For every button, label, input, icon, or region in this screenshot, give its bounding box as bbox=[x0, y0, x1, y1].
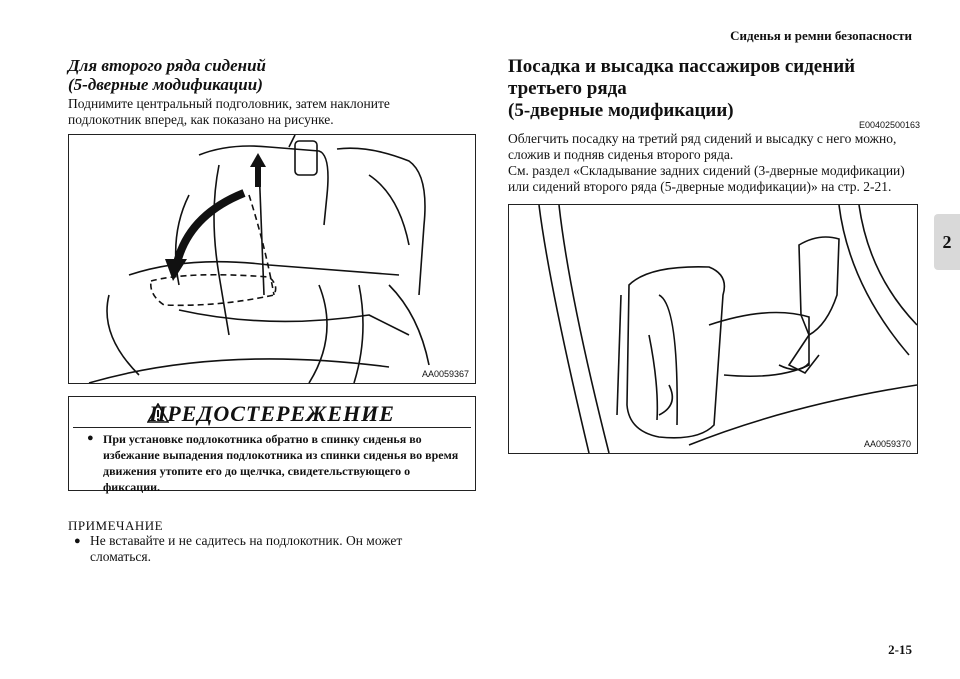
page-number: 2-15 bbox=[888, 642, 912, 657]
right-text-line3: См. раздел «Складывание задних сидений (… bbox=[508, 163, 905, 178]
figure-code-right: AA0059370 bbox=[863, 439, 911, 449]
right-text-line2: сложив и подняв сиденья второго ряда. bbox=[508, 147, 734, 162]
left-intro-line2: подлокотник вперед, как показано на рису… bbox=[68, 112, 334, 127]
figure-code-left: AA0059367 bbox=[421, 369, 469, 379]
note-line2: сломаться. bbox=[90, 549, 151, 564]
right-heading-line1: Посадка и высадка пассажиров сидений bbox=[508, 56, 856, 77]
left-intro: Поднимите центральный подголовник, затем… bbox=[68, 96, 488, 128]
folded-seat-figure: AA0059370 bbox=[508, 204, 918, 454]
section-code: E00402500163 bbox=[858, 120, 920, 130]
armrest-illustration bbox=[88, 134, 430, 384]
note-bullet-icon: ● bbox=[74, 535, 81, 547]
warning-title: ПРЕДОСТЕРЕЖЕНИЕ bbox=[149, 401, 395, 426]
folded-seat-illustration bbox=[538, 204, 918, 454]
chapter-tab: 2 bbox=[934, 214, 960, 270]
right-heading: Посадка и высадка пассажиров сидений тре… bbox=[508, 56, 908, 122]
left-heading: Для второго ряда сидений (5-дверные моди… bbox=[68, 56, 488, 94]
note-label: ПРИМЕЧАНИЕ bbox=[68, 518, 164, 533]
note-line1: Не вставайте и не садитесь на подлокотни… bbox=[90, 533, 403, 548]
left-heading-line1: Для второго ряда сидений bbox=[68, 56, 267, 75]
warning-line1: При установке подлокотника обратно в спи… bbox=[103, 432, 422, 446]
warning-line2: избежание выпадения подлокотника из спин… bbox=[103, 448, 459, 462]
warning-divider bbox=[73, 427, 471, 428]
right-text-line1: Облегчить посадку на третий ряд сидений … bbox=[508, 131, 897, 146]
warning-line3: движения утопите его до щелчка, свидетел… bbox=[103, 464, 411, 478]
right-text: Облегчить посадку на третий ряд сидений … bbox=[508, 131, 928, 195]
warning-triangle-icon bbox=[147, 403, 169, 423]
left-heading-line2: (5-дверные модификации) bbox=[68, 75, 263, 94]
warning-line4: фиксации. bbox=[103, 480, 161, 494]
running-title: Сиденья и ремни безопасности bbox=[730, 28, 912, 43]
left-intro-line1: Поднимите центральный подголовник, затем… bbox=[68, 96, 390, 111]
warning-bullet-icon: ● bbox=[87, 432, 94, 444]
warning-text: При установке подлокотника обратно в спи… bbox=[103, 431, 469, 495]
armrest-figure: AA0059367 bbox=[68, 134, 476, 384]
note-text: Не вставайте и не садитесь на подлокотни… bbox=[90, 533, 470, 565]
right-heading-line3: (5-дверные модификации) bbox=[508, 100, 734, 121]
right-text-line4: или сидений второго ряда (5-дверные моди… bbox=[508, 179, 892, 194]
warning-box: ПРЕДОСТЕРЕЖЕНИЕ ● При установке подлокот… bbox=[68, 396, 476, 494]
right-heading-line2: третьего ряда bbox=[508, 78, 627, 99]
